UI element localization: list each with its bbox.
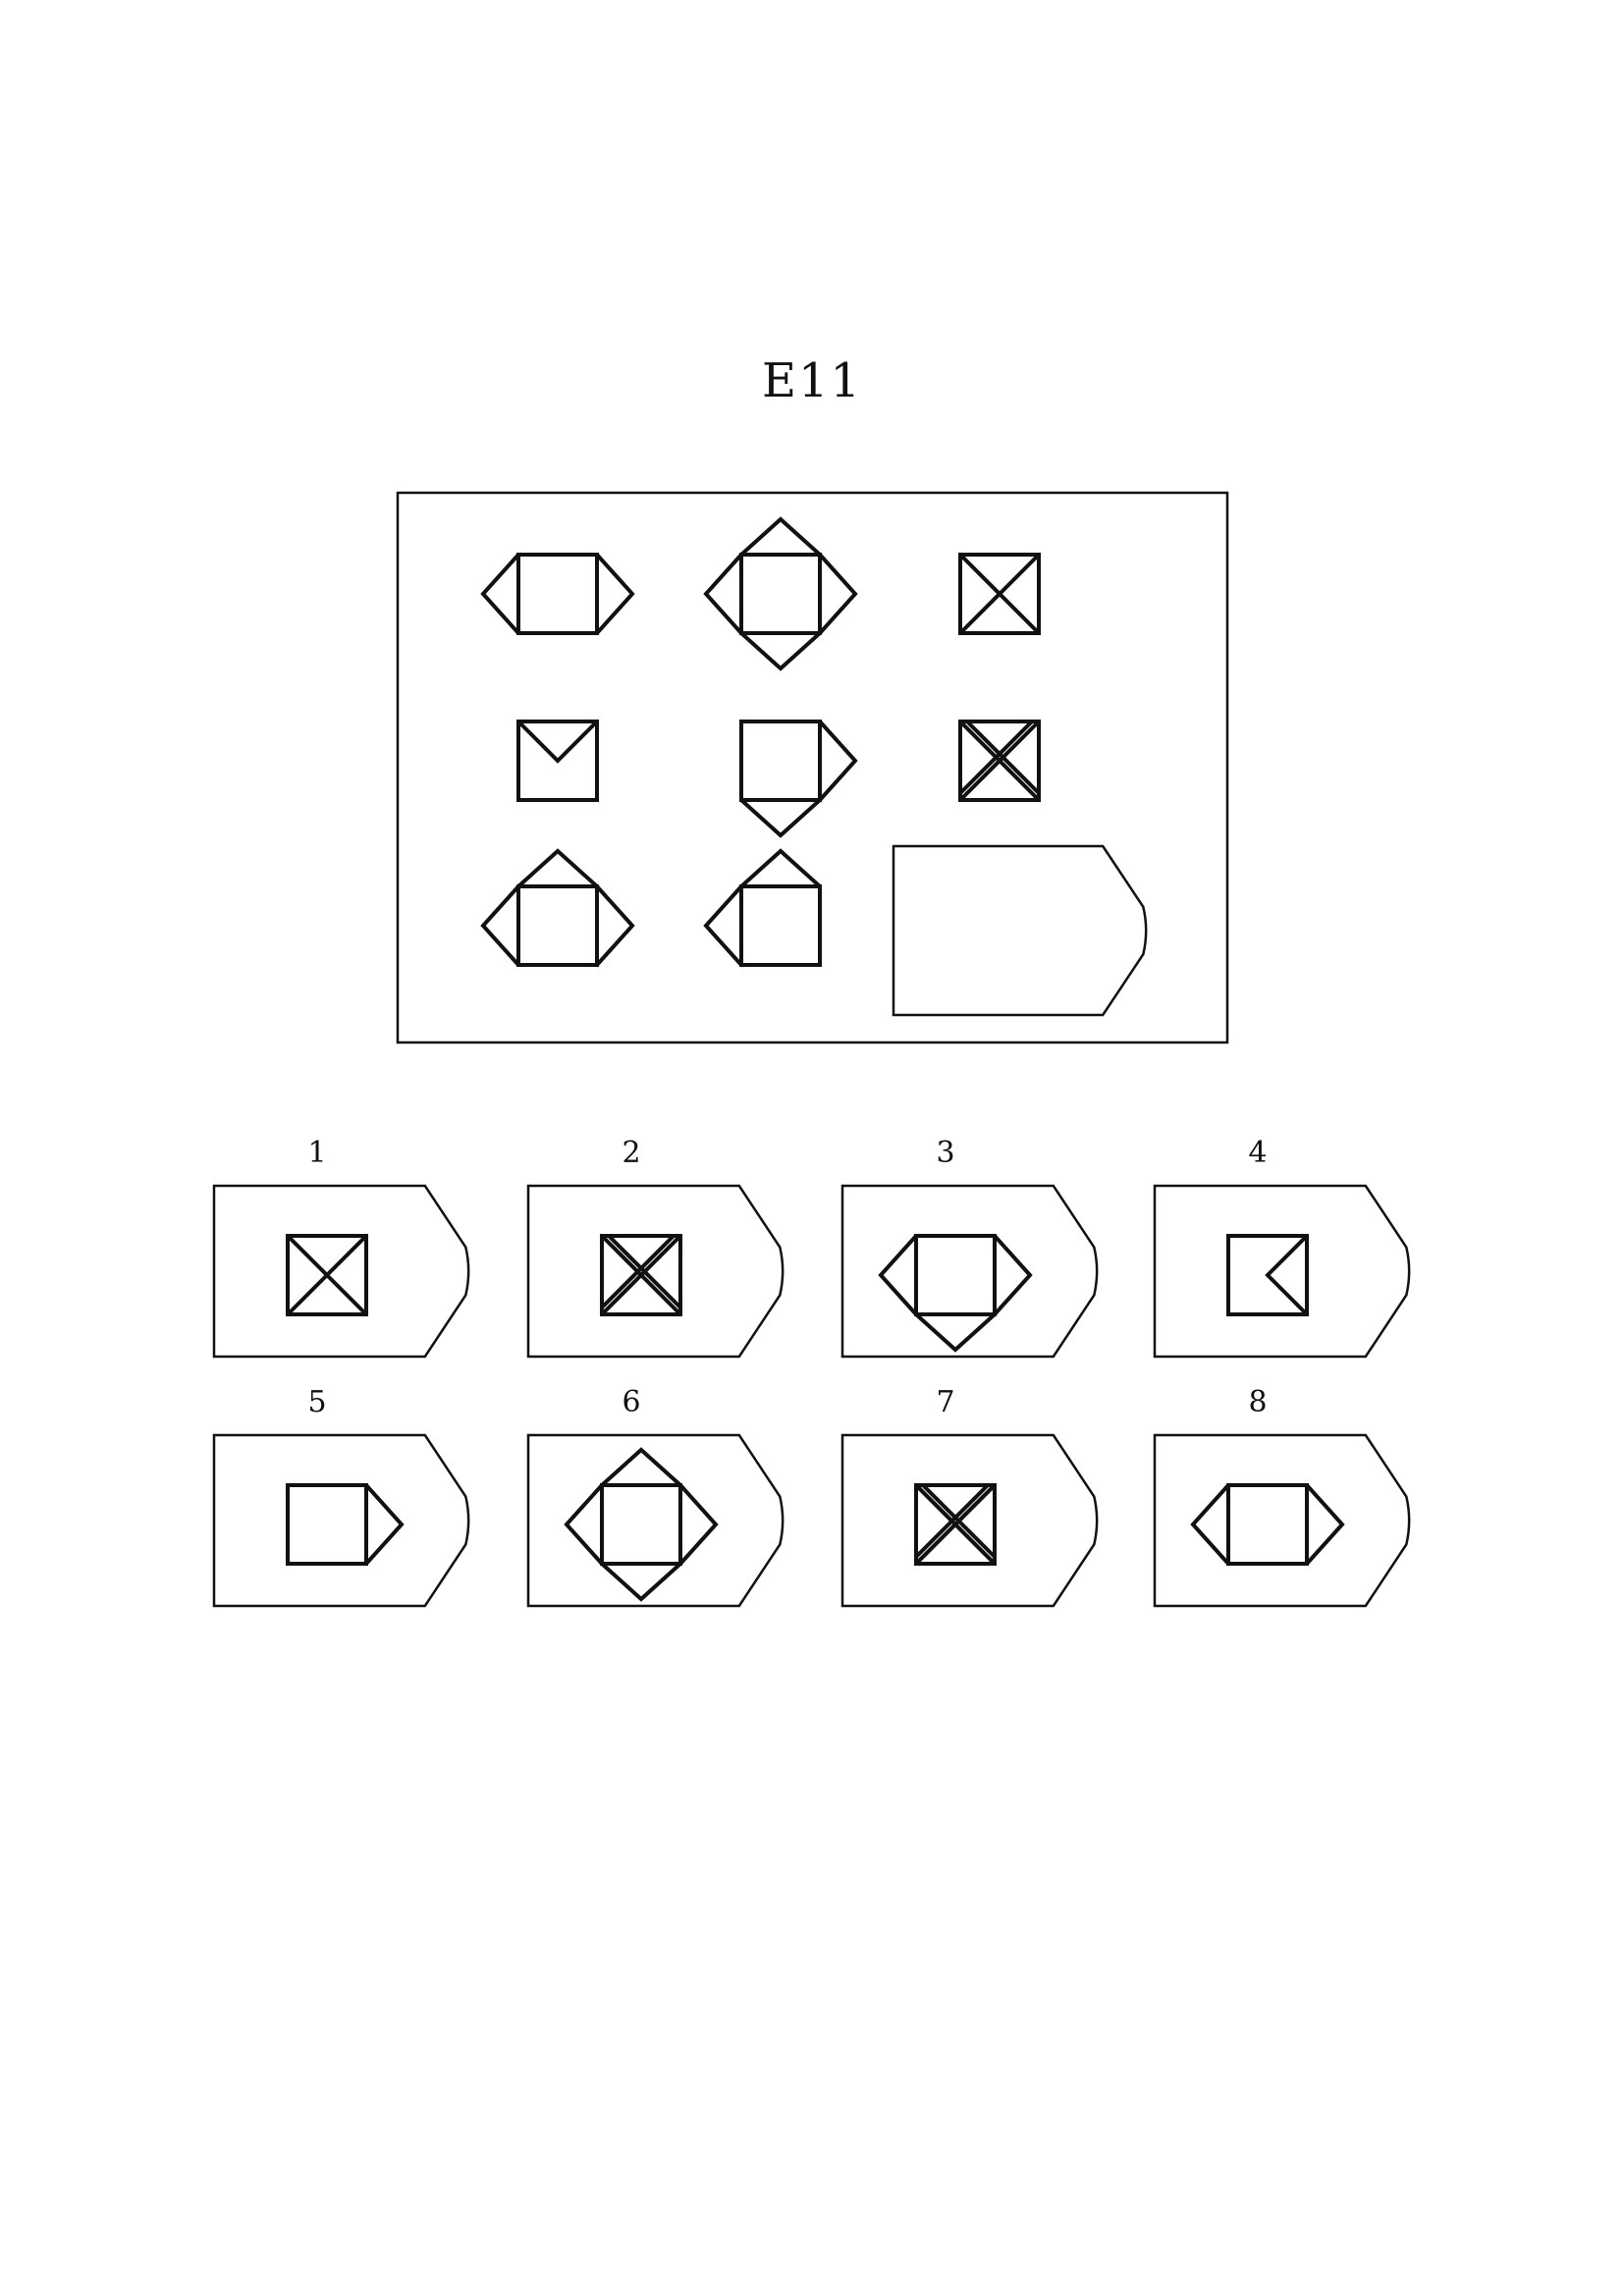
triangle-left	[1190, 1483, 1230, 1566]
option-number: 8	[1248, 1385, 1267, 1419]
triangle-bottom	[739, 798, 822, 838]
answer-options: 1 2 3 4 5 6 7 8	[212, 1136, 1411, 1608]
matrix-cell	[703, 848, 822, 967]
triangle-inner-right	[952, 1483, 997, 1566]
triangle-top	[739, 516, 822, 557]
triangle-inner-bottom	[958, 591, 1041, 635]
missing-cell	[892, 844, 1148, 1017]
answer-option[interactable]: 5	[212, 1385, 470, 1608]
square-shape	[516, 553, 599, 635]
matrix-cell	[480, 848, 635, 967]
square-shape	[1226, 1483, 1309, 1566]
square-shape	[286, 1234, 368, 1316]
option-tab[interactable]	[212, 1433, 470, 1608]
square-shape	[739, 720, 822, 802]
option-tab[interactable]	[1153, 1184, 1411, 1359]
triangle-right	[595, 553, 635, 635]
answer-option[interactable]: 2	[526, 1136, 785, 1359]
square-shape	[1226, 1234, 1309, 1316]
matrix-cell	[958, 553, 1041, 635]
triangle-left	[564, 1483, 604, 1566]
square-shape	[914, 1234, 997, 1316]
answer-option[interactable]: 8	[1153, 1385, 1411, 1608]
option-number: 7	[936, 1385, 954, 1419]
triangle-bottom	[600, 1562, 682, 1602]
option-tab[interactable]	[840, 1184, 1099, 1359]
square-shape	[286, 1483, 368, 1566]
square-shape	[516, 884, 599, 967]
answer-option[interactable]: 3	[840, 1136, 1099, 1359]
matrix-cell	[703, 516, 858, 671]
option-tab[interactable]	[212, 1184, 470, 1359]
diagonal-line	[965, 720, 1041, 795]
option-number: 5	[307, 1385, 326, 1419]
answer-option[interactable]: 1	[212, 1136, 470, 1359]
option-tab[interactable]	[526, 1433, 785, 1608]
square-shape	[958, 720, 1041, 802]
option-tab[interactable]	[1153, 1433, 1411, 1608]
answer-option[interactable]: 4	[1153, 1136, 1411, 1359]
option-number: 2	[622, 1136, 640, 1170]
triangle-right	[678, 1483, 719, 1566]
option-number: 3	[936, 1136, 954, 1170]
triangle-right	[818, 720, 858, 802]
triangle-inner-bottom	[958, 758, 1041, 802]
triangle-right	[1305, 1483, 1345, 1566]
answer-option[interactable]: 7	[840, 1385, 1099, 1608]
option-tab[interactable]	[526, 1184, 785, 1359]
option-number: 4	[1248, 1136, 1267, 1170]
triangle-right	[364, 1483, 405, 1566]
matrix-frame	[396, 491, 1229, 1044]
triangle-top	[739, 848, 822, 888]
square-shape	[958, 553, 1041, 635]
triangle-left	[878, 1234, 918, 1316]
square-shape	[739, 884, 822, 967]
matrix-cell	[739, 720, 858, 838]
diagonal-line	[921, 1483, 997, 1559]
triangle-bottom	[914, 1312, 997, 1353]
triangle-left	[480, 884, 520, 967]
diagonal-line	[600, 1234, 676, 1309]
matrix-cell	[480, 553, 635, 635]
triangle-inner-top	[958, 553, 1041, 597]
square-shape	[516, 720, 599, 802]
triangle-inner-bottom	[600, 1272, 682, 1316]
diagonal-line	[607, 1234, 682, 1309]
triangle-top	[516, 848, 599, 888]
triangle-left	[703, 884, 743, 967]
option-number: 1	[307, 1136, 326, 1170]
missing-answer-tab	[892, 844, 1148, 1017]
triangle-left	[703, 553, 743, 635]
puzzle-title: E11	[761, 353, 863, 408]
triangle-inner-right	[324, 1234, 368, 1316]
option-tab[interactable]	[840, 1433, 1099, 1608]
matrix-cell	[516, 720, 599, 802]
square-shape	[914, 1483, 997, 1566]
diagonal-line	[914, 1483, 990, 1559]
triangle-right	[818, 553, 858, 635]
triangle-left	[480, 553, 520, 635]
triangle-right	[595, 884, 635, 967]
answer-option[interactable]: 6	[526, 1385, 785, 1608]
diagonal-line	[958, 720, 1034, 795]
option-number: 6	[622, 1385, 640, 1419]
triangle-bottom	[739, 631, 822, 671]
square-shape	[739, 553, 822, 635]
triangle-inner-top	[516, 720, 599, 764]
square-shape	[600, 1483, 682, 1566]
triangle-top	[600, 1447, 682, 1487]
triangle-inner-right	[1265, 1234, 1309, 1316]
triangle-right	[993, 1234, 1033, 1316]
matrix-panel	[396, 491, 1229, 1044]
square-shape	[600, 1234, 682, 1316]
matrix-cell	[958, 720, 1041, 802]
